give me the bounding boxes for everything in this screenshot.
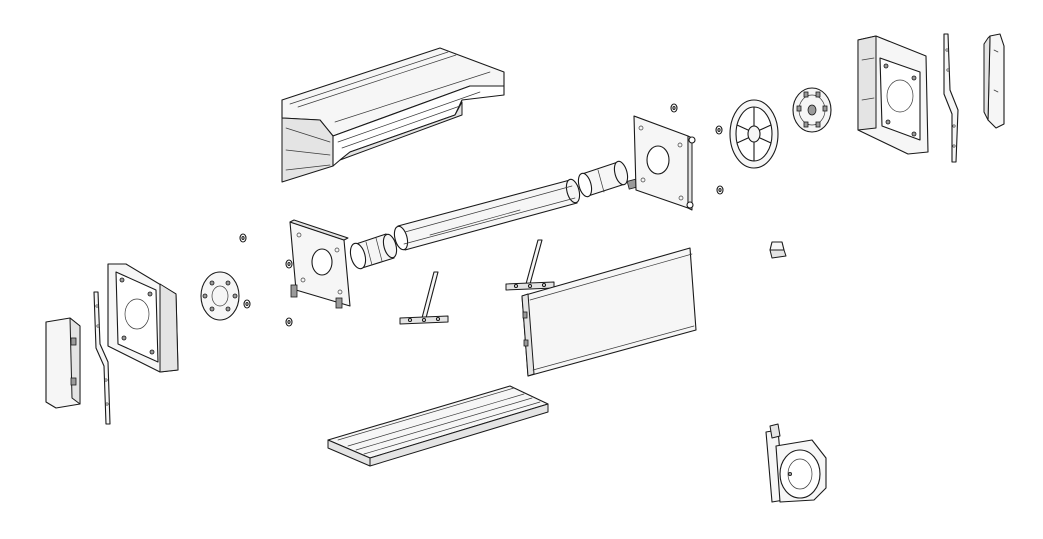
bearing-disc-left: [200, 271, 240, 321]
tube-adapter-left: [349, 233, 398, 270]
curtain-slat-panel: [521, 247, 697, 377]
top-housing-profile: [281, 47, 505, 183]
hanger-spring-left: [399, 271, 449, 325]
bottom-slat-profile: [327, 385, 549, 467]
screw-6: [715, 125, 723, 135]
belt-winder: [765, 423, 827, 503]
tube-adapter-right: [577, 160, 640, 198]
mounting-strip-right: [943, 33, 959, 163]
belt-pulley: [729, 99, 779, 169]
screws: [239, 103, 724, 327]
screw-4: [285, 317, 293, 327]
screw-3: [285, 259, 293, 269]
end-plate-right: [633, 115, 696, 211]
gear-disc-right: [792, 87, 832, 133]
clip: [769, 241, 787, 259]
cover-trim-right: [983, 33, 1005, 129]
screw-5: [670, 103, 678, 113]
screw-1: [239, 233, 247, 243]
end-cap-left: [107, 263, 179, 373]
hanger-spring-right: [505, 239, 555, 291]
screw-2: [243, 299, 251, 309]
winding-tube: [393, 178, 581, 251]
end-plate-left: [289, 219, 351, 309]
screw-7: [716, 185, 724, 195]
cover-trim-left: [45, 317, 81, 409]
mounting-strip-left: [93, 291, 111, 425]
end-cap-right: [857, 35, 929, 155]
